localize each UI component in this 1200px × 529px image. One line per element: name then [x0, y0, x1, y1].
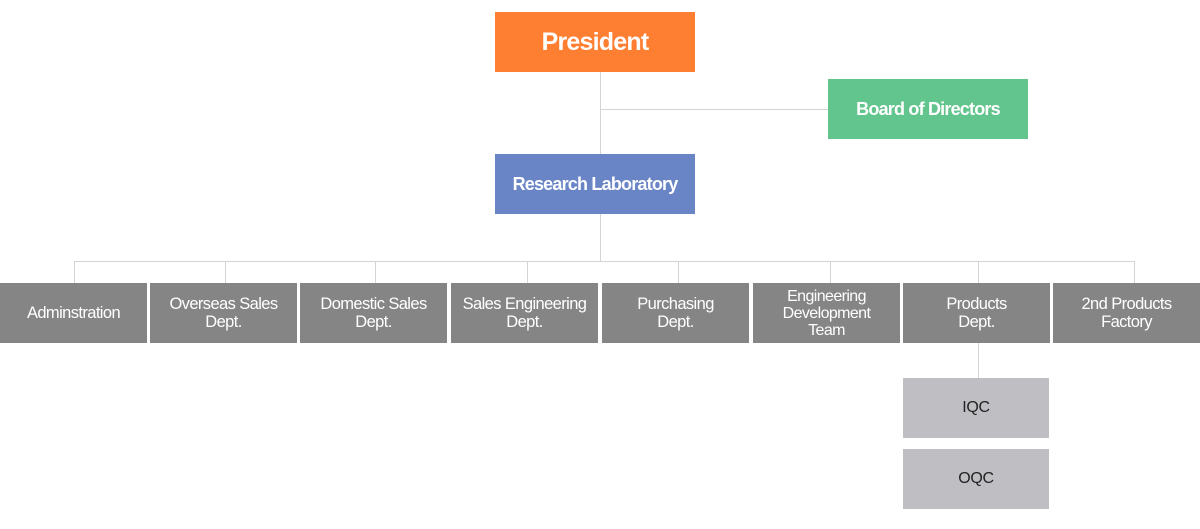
connector-department-bus [74, 261, 1135, 262]
department-box-sales-engineering: Sales Engineering Dept. [451, 283, 598, 343]
connector-drop-4 [527, 261, 528, 283]
connector-drop-8 [1134, 261, 1135, 283]
connector-drop-6 [830, 261, 831, 283]
department-box-administration: Adminstration [0, 283, 147, 343]
connector-drop-1 [74, 261, 75, 283]
research-laboratory-box: Research Laboratory [495, 154, 695, 214]
connector-drop-7 [978, 261, 979, 283]
connector-laboratory-down [600, 214, 601, 262]
president-box: President [495, 12, 695, 72]
department-box-products: Products Dept. [903, 283, 1050, 343]
department-box-engineering-development: Engineering Development Team [753, 283, 900, 343]
connector-drop-5 [678, 261, 679, 283]
connector-president-to-laboratory [600, 72, 601, 154]
department-box-purchasing: Purchasing Dept. [602, 283, 749, 343]
department-box-2nd-products-factory: 2nd Products Factory [1053, 283, 1200, 343]
board-of-directors-box: Board of Directors [828, 79, 1028, 139]
connector-drop-3 [375, 261, 376, 283]
department-box-domestic-sales: Domestic Sales Dept. [300, 283, 447, 343]
iqc-box: IQC [903, 378, 1049, 438]
connector-products-to-qc [978, 343, 979, 378]
connector-to-board [600, 109, 828, 110]
oqc-box: OQC [903, 449, 1049, 509]
connector-drop-2 [225, 261, 226, 283]
department-box-overseas-sales: Overseas Sales Dept. [150, 283, 297, 343]
